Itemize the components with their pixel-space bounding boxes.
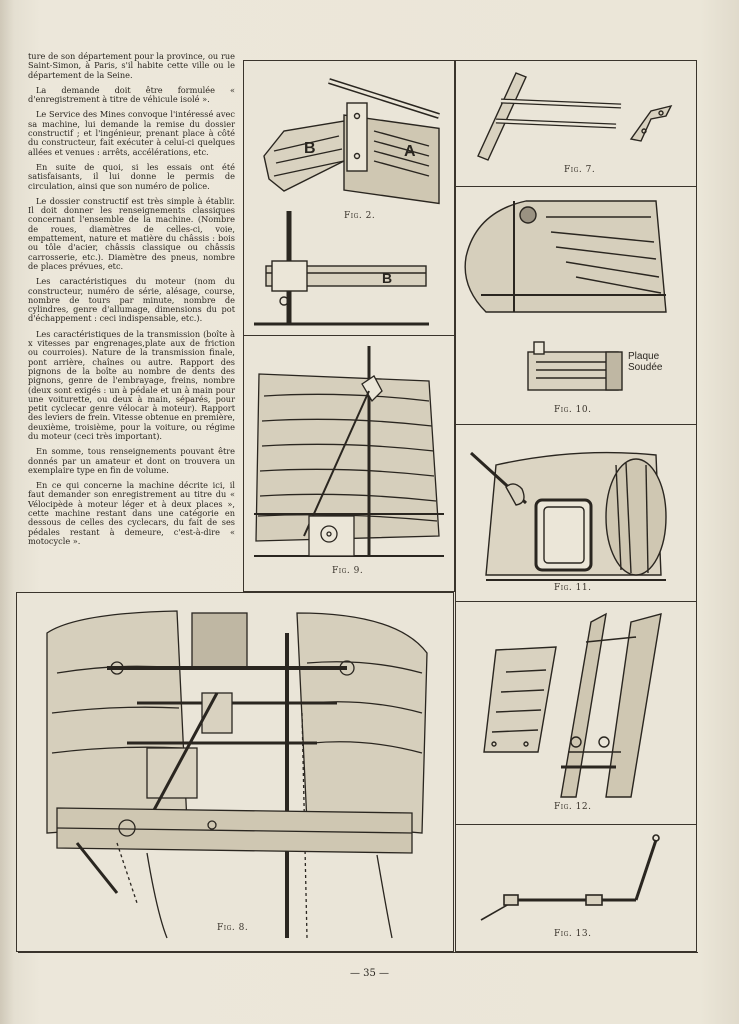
- figure-8-caption: Fig. 8.: [217, 923, 249, 933]
- footer-rule: [18, 952, 698, 953]
- paragraph: Les caractéristiques de la transmission …: [28, 328, 235, 441]
- figure-2-panel: B A B Fig. 2.: [243, 60, 455, 337]
- paragraph: Le dossier constructif est très simple à…: [28, 195, 235, 271]
- figure-2-caption: Fig. 2.: [344, 211, 376, 221]
- figure-8-panel: Fig. 8.: [16, 592, 454, 952]
- figure-13-caption: Fig. 13.: [554, 929, 592, 939]
- figure-7-panel: Fig. 7.: [455, 60, 697, 187]
- figure-11-drawing: [469, 451, 667, 581]
- paragraph: Les caractéristiques du moteur (nom du c…: [28, 276, 235, 324]
- paragraph: En somme, tous renseignements pouvant êt…: [28, 446, 235, 475]
- paragraph: La demande doit être formulée « d'enregi…: [28, 84, 235, 105]
- annotation-plaque: Plaque: [628, 351, 660, 362]
- label-b: B: [304, 140, 316, 157]
- text-column: ture de son département pour la province…: [28, 51, 235, 552]
- figure-12-caption: Fig. 12.: [554, 802, 592, 812]
- figure-9-caption: Fig. 9.: [332, 566, 364, 576]
- annotation-soudee: Soudée: [628, 362, 663, 373]
- figure-7-drawing: [477, 72, 673, 161]
- figure-2-drawing: B A B: [254, 78, 440, 326]
- paragraph: En ce qui concerne la machine décrite ic…: [28, 480, 235, 546]
- figure-12-panel: Fig. 12.: [455, 601, 697, 825]
- figure-13-panel: Fig. 13.: [455, 824, 697, 952]
- figure-8-drawing: [46, 610, 428, 939]
- figure-11-caption: Fig. 11.: [554, 583, 592, 593]
- label-b2: B: [382, 270, 392, 286]
- figure-12-drawing: [483, 612, 662, 798]
- paragraph: Le Service des Mines convoque l'intéress…: [28, 109, 235, 157]
- paragraph: En suite de quoi, si les essais ont été …: [28, 161, 235, 191]
- figure-9-panel: Fig. 9.: [243, 335, 455, 592]
- figure-9-drawing: [254, 346, 444, 557]
- label-a: A: [404, 143, 416, 160]
- figure-10-panel: Plaque Soudée Fig. 10.: [455, 186, 697, 425]
- page-number: — 35 —: [349, 968, 390, 979]
- figure-10-drawing: Plaque Soudée: [464, 200, 667, 391]
- figure-11-panel: Fig. 11.: [455, 424, 697, 602]
- figure-13-drawing: [480, 834, 660, 921]
- paragraph: ture de son département pour la province…: [28, 51, 235, 80]
- figure-10-caption: Fig. 10.: [554, 405, 592, 415]
- figure-7-caption: Fig. 7.: [564, 165, 596, 175]
